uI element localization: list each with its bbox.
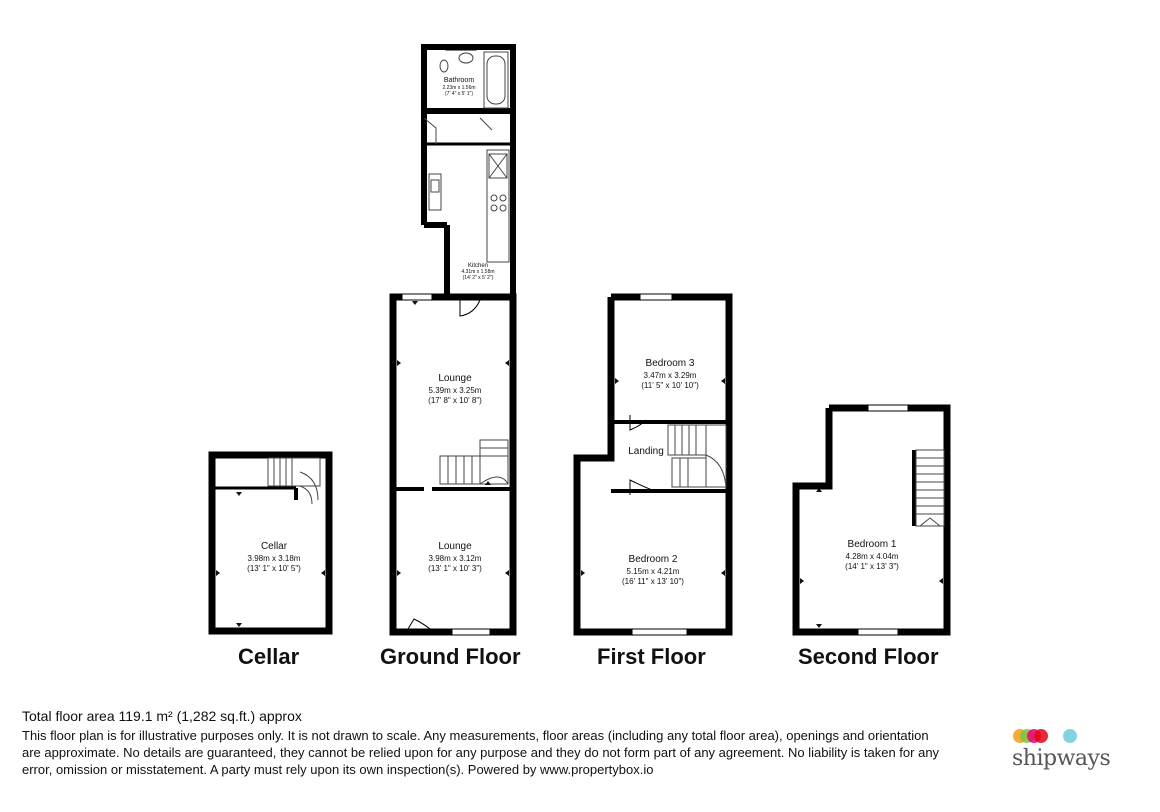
room-dim-metric: 4.28m x 4.04m xyxy=(846,552,899,561)
logo-dot xyxy=(1034,729,1048,743)
room-dim-imperial: (17' 8" x 10' 8") xyxy=(428,396,482,405)
room-dim-imperial: (14' 2" x 5' 2") xyxy=(463,275,494,281)
room-dim-imperial: (13' 1" x 10' 3") xyxy=(428,564,482,573)
second-stairs xyxy=(912,449,945,527)
room-lounge-rear: Lounge 5.39m x 3.25m (17' 8" x 10' 8") xyxy=(428,373,482,405)
room-dim-imperial: (16' 11" x 13' 10") xyxy=(622,577,684,586)
shipways-logo: shipways xyxy=(1008,728,1118,778)
first-floor-plan xyxy=(573,293,733,636)
room-bathroom: Bathroom 2.23m x 1.56m (7' 4" x 5' 1") xyxy=(442,77,475,97)
room-dim-imperial: (11' 5" x 10' 10") xyxy=(641,381,699,390)
room-dim-imperial: (7' 4" x 5' 1") xyxy=(445,91,473,97)
ground-floor-plan xyxy=(389,44,517,636)
room-name: Landing xyxy=(628,446,664,457)
first-stairs xyxy=(667,424,727,488)
total-floor-area: Total floor area 119.1 m² (1,282 sq.ft.)… xyxy=(22,708,302,724)
bathroom-fixtures xyxy=(439,45,509,109)
logo-dots-icon xyxy=(1013,729,1077,743)
room-dim-metric: 3.47m x 3.29m xyxy=(644,371,697,380)
floor-label-cellar: Cellar xyxy=(238,644,300,669)
room-name: Cellar xyxy=(261,541,288,552)
ground-stairs xyxy=(439,439,509,485)
room-dim-metric: 4.31m x 1.58m xyxy=(461,269,494,275)
room-bedroom1: Bedroom 1 4.28m x 4.04m (14' 1" x 13' 3"… xyxy=(845,539,899,571)
room-dim-imperial: (13' 1" x 10' 5") xyxy=(247,564,301,573)
room-name: Bedroom 3 xyxy=(646,358,695,369)
footer: Total floor area 119.1 m² (1,282 sq.ft.)… xyxy=(22,708,942,778)
room-name: Bedroom 2 xyxy=(629,554,678,565)
room-name: Kitchen xyxy=(468,263,488,269)
floor-label-first: First Floor xyxy=(597,644,706,669)
room-landing: Landing xyxy=(628,446,664,457)
room-name: Lounge xyxy=(438,541,472,552)
logo-dot xyxy=(1063,729,1077,743)
brand-name: shipways xyxy=(1012,746,1111,771)
floor-label-second: Second Floor xyxy=(798,644,939,669)
room-name: Lounge xyxy=(438,373,472,384)
disclaimer-text: This floor plan is for illustrative purp… xyxy=(22,728,940,777)
room-name: Bedroom 1 xyxy=(848,539,897,550)
room-dim-metric: 5.39m x 3.25m xyxy=(429,386,482,395)
room-lounge-front: Lounge 3.98m x 3.12m (13' 1" x 10' 3") xyxy=(428,541,482,573)
room-name: Bathroom xyxy=(444,77,475,84)
room-kitchen: Kitchen 4.31m x 1.58m (14' 2" x 5' 2") xyxy=(461,263,494,281)
dimension-markers xyxy=(216,301,943,628)
room-cellar: Cellar 3.98m x 3.18m (13' 1" x 10' 5") xyxy=(247,541,301,573)
cellar-plan xyxy=(208,451,333,635)
cellar-stairs xyxy=(267,457,321,505)
kitchen-fixtures xyxy=(423,117,510,263)
room-dim-imperial: (14' 1" x 13' 3") xyxy=(845,562,899,571)
room-dim-metric: 2.23m x 1.56m xyxy=(442,85,475,91)
floor-label-ground: Ground Floor xyxy=(380,644,521,669)
room-dim-metric: 3.98m x 3.18m xyxy=(248,554,301,563)
second-floor-plan xyxy=(792,404,951,636)
room-bedroom2: Bedroom 2 5.15m x 4.21m (16' 11" x 13' 1… xyxy=(622,554,684,586)
floor-plan-diagram: Bathroom 2.23m x 1.56m (7' 4" x 5' 1") K… xyxy=(208,44,951,636)
room-bedroom3: Bedroom 3 3.47m x 3.29m (11' 5" x 10' 10… xyxy=(641,358,699,390)
room-dim-metric: 5.15m x 4.21m xyxy=(627,567,680,576)
room-dim-metric: 3.98m x 3.12m xyxy=(429,554,482,563)
